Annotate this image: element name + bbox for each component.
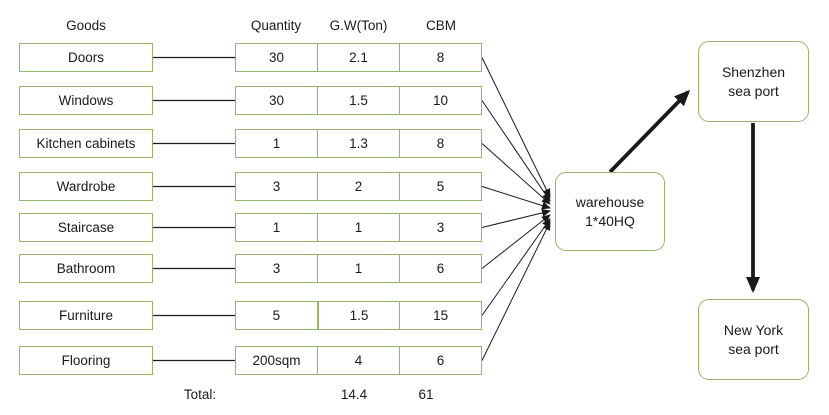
quantity-cell: 3 [272,261,281,276]
header-gw-ton: G.W(Ton) [329,18,388,33]
cbm-cell: 6 [399,347,481,374]
gw-cell: 1.5 [316,302,400,329]
newyork-sea-port-node: New York sea port [698,299,809,380]
gw-cell: 2.1 [317,44,399,71]
warehouse-node: warehouse 1*40HQ [555,172,665,251]
cbm-cell: 8 [399,44,481,71]
newyork-label-line2: sea port [728,340,779,357]
quantity-cell: 30 [268,93,285,108]
goods-box: Kitchen cabinets [19,129,153,158]
goods-box: Furniture [19,301,153,330]
quantity-cell: 1 [272,136,281,151]
gw-cell: 4 [317,347,399,374]
gw-cell: 2 [317,173,399,200]
newyork-label-line1: New York [723,321,784,338]
shenzhen-sea-port-node: Shenzhen sea port [698,41,809,122]
total-label: Total: [183,387,217,402]
gw-cell: 1.5 [317,87,399,114]
cbm-cell: 15 [399,302,481,329]
quantity-cell: 1 [272,220,281,235]
total-gw-value: 14.4 [340,387,368,402]
cbm-cell: 8 [399,130,481,157]
quantity-cell: 30 [268,50,285,65]
shenzhen-label-line2: sea port [728,82,779,99]
gw-cell: 1.3 [317,130,399,157]
cbm-cell: 10 [399,87,481,114]
gw-cell: 1 [317,214,399,241]
goods-box: Flooring [19,346,153,375]
gw-cell: 1 [317,255,399,282]
header-cbm: CBM [426,18,456,33]
goods-box: Windows [19,86,153,115]
row-to-warehouse-arrow [481,221,551,361]
goods-box: Wardrobe [19,172,153,201]
header-goods: Goods [66,18,106,33]
goods-box: Bathroom [19,254,153,283]
warehouse-label-line1: warehouse [575,193,645,210]
quantity-cell: 5 [272,308,281,323]
shenzhen-label-line1: Shenzhen [721,63,786,80]
quantity-cell: 3 [272,179,281,194]
cbm-cell: 3 [399,214,481,241]
quantity-cell: 200sqm [252,353,301,368]
total-cbm-value: 61 [418,387,434,402]
warehouse-label-line2: 1*40HQ [585,212,635,229]
goods-box: Staircase [19,213,153,242]
cbm-cell: 5 [399,173,481,200]
header-quantity: Quantity [250,18,302,33]
goods-box: Doors [19,43,153,72]
cbm-cell: 6 [399,255,481,282]
